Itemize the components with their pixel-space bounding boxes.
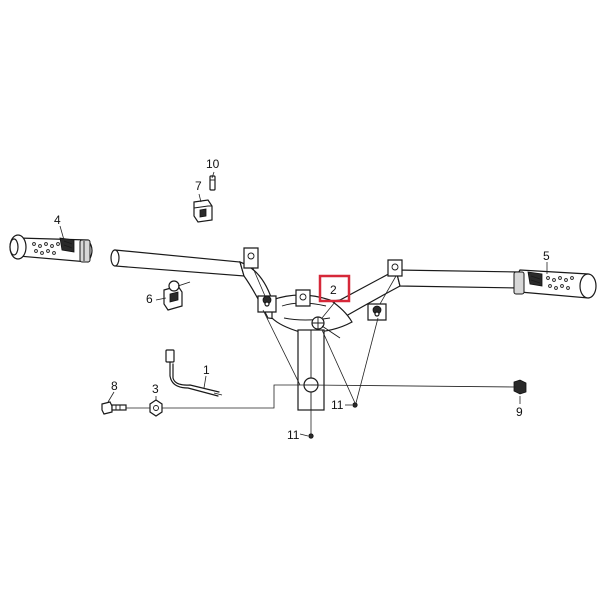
center-mount-bracket[interactable]	[295, 289, 311, 307]
part-label-3: 3	[152, 382, 159, 396]
part-label-10: 10	[206, 157, 220, 171]
part-label-11b: 11	[287, 428, 300, 442]
bolt-part-8[interactable]	[101, 401, 127, 415]
part-label-2: 2	[330, 283, 337, 297]
callout-leaders	[59, 171, 548, 437]
part-label-1: 1	[203, 363, 210, 377]
left-grip[interactable]	[9, 234, 93, 263]
throttle-cable-part-1[interactable]	[165, 349, 223, 397]
clamp-part-6[interactable]	[163, 280, 191, 311]
left-mount-bracket[interactable]	[243, 247, 259, 269]
nut-part-3[interactable]	[149, 399, 163, 417]
left-lever-clip[interactable]	[257, 295, 277, 313]
left-grip-texture-icon	[32, 237, 75, 255]
right-grip[interactable]	[513, 269, 597, 299]
bracket-part-7[interactable]	[193, 199, 213, 223]
right-grip-texture-icon	[527, 271, 574, 290]
assembly-lines	[126, 267, 517, 434]
part-2-highlight-box	[318, 274, 351, 303]
right-lever-clip[interactable]	[367, 303, 387, 321]
screw-part-11a[interactable]	[352, 402, 358, 408]
steering-stem[interactable]	[297, 329, 325, 411]
part-label-6: 6	[146, 292, 153, 306]
part-label-7: 7	[195, 179, 202, 193]
right-mount-bracket[interactable]	[387, 259, 403, 277]
part-label-4: 4	[54, 213, 61, 227]
screw-part-11b[interactable]	[308, 433, 314, 439]
part-label-11a: 11	[331, 398, 344, 412]
part-label-5: 5	[543, 249, 550, 263]
part-label-9: 9	[516, 405, 523, 419]
pin-part-10[interactable]	[209, 175, 216, 191]
nut-part-9[interactable]	[513, 379, 527, 395]
part-label-8: 8	[111, 379, 118, 393]
